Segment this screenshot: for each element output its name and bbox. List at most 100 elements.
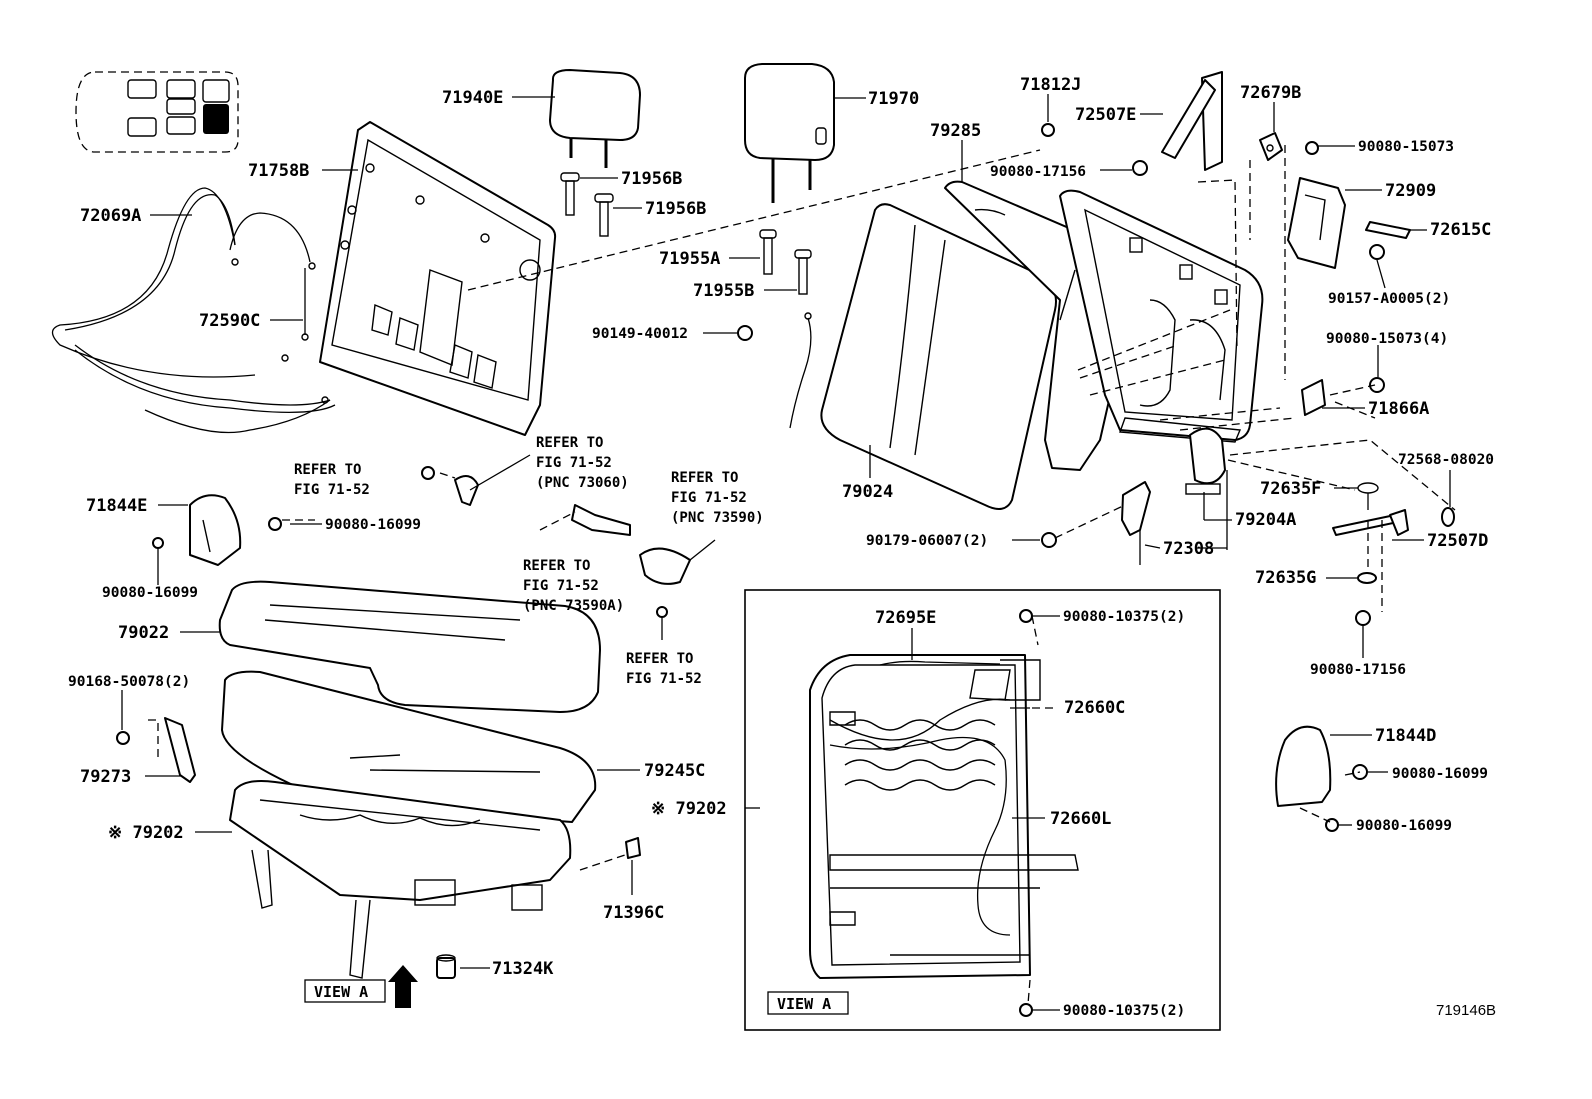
refer-note-3-line3: (PNC 73590) xyxy=(671,510,764,526)
refer-note-3-line2: FIG 71-52 xyxy=(671,490,747,506)
bushing-72568 xyxy=(1441,507,1455,527)
clip-72635G xyxy=(1357,572,1377,584)
label-79273: 79273 xyxy=(80,767,131,787)
seat-pad-79245C xyxy=(221,670,597,823)
label-79022: 79022 xyxy=(118,623,169,643)
label-90179-06007: 90179-06007(2) xyxy=(866,533,988,549)
label-90080-16099-a: 90080-16099 xyxy=(325,517,421,533)
refer-note-5-line2: FIG 71-52 xyxy=(626,671,702,687)
label-71940E: 71940E xyxy=(442,88,503,108)
view-a-label-left: VIEW A xyxy=(314,983,368,1001)
label-79202-right: ※ 79202 xyxy=(651,799,727,819)
figure-code: 719146B xyxy=(1436,1002,1496,1019)
view-a-arrow-icon xyxy=(388,965,418,1008)
view-a-box-right xyxy=(767,991,849,1015)
label-90080-10375-bot: 90080-10375(2) xyxy=(1063,1003,1185,1019)
label-72615C: 72615C xyxy=(1430,220,1491,240)
refer-note-2-line1: REFER TO xyxy=(536,435,603,451)
label-79285: 79285 xyxy=(930,121,981,141)
label-71955A: 71955A xyxy=(659,249,720,269)
headrest-71970 xyxy=(744,63,835,203)
label-72695E: 72695E xyxy=(875,608,936,628)
headrest-support-71956B xyxy=(560,172,614,237)
refer-note-5-line1: REFER TO xyxy=(626,651,693,667)
clip-71396C xyxy=(625,837,641,859)
refer-note-2-line2: FIG 71-52 xyxy=(536,455,612,471)
wire-79024 xyxy=(789,312,812,429)
label-90080-16099-b: 90080-16099 xyxy=(102,585,198,601)
label-71812J: 71812J xyxy=(1020,75,1081,95)
bracket-72679B xyxy=(1259,132,1283,161)
bumper-71324K xyxy=(436,954,456,979)
label-72507D: 72507D xyxy=(1427,531,1488,551)
refer-note-2-line3: (PNC 73060) xyxy=(536,475,629,491)
seatback-board-71758B xyxy=(319,121,557,436)
pin-72635F xyxy=(1357,482,1379,510)
view-a-box-left xyxy=(304,979,386,1003)
label-71956B-2: 71956B xyxy=(645,199,706,219)
label-71758B: 71758B xyxy=(248,161,309,181)
strap-72507D xyxy=(1332,509,1409,536)
cable-72660L xyxy=(829,698,1011,936)
refer-note-1-line1: REFER TO xyxy=(294,462,361,478)
label-79204A: 79204A xyxy=(1235,510,1296,530)
label-72308: 72308 xyxy=(1163,539,1214,559)
label-72909: 72909 xyxy=(1385,181,1436,201)
label-90149-40012: 90149-40012 xyxy=(592,326,688,342)
label-72679B: 72679B xyxy=(1240,83,1301,103)
rod-72590C xyxy=(301,268,309,341)
headrest-support-71955 xyxy=(759,229,812,295)
label-79202-left: ※ 79202 xyxy=(108,823,184,843)
label-71956B-1: 71956B xyxy=(621,169,682,189)
label-90080-16099-c: 90080-16099 xyxy=(1392,766,1488,782)
hinge-72308 xyxy=(1121,481,1151,565)
seat-cushion-79022 xyxy=(218,580,601,713)
hinge-cover-79204A xyxy=(1185,427,1226,495)
refer-note-4-line1: REFER TO xyxy=(523,558,590,574)
label-79245C: 79245C xyxy=(644,761,705,781)
label-71844E: 71844E xyxy=(86,496,147,516)
cable-72695E xyxy=(879,660,1001,666)
bracket-79273 xyxy=(164,717,196,783)
label-71324K: 71324K xyxy=(492,959,554,979)
label-90080-17156-bot: 90080-17156 xyxy=(1310,662,1406,678)
seat-locator-icon xyxy=(75,71,239,153)
label-90157-A0005: 90157-A0005(2) xyxy=(1328,291,1450,307)
label-90168-50078: 90168-50078(2) xyxy=(68,674,190,690)
refer-note-3-line1: REFER TO xyxy=(671,470,738,486)
belt-72507E xyxy=(1161,71,1223,171)
refer-parts xyxy=(454,475,691,640)
label-72507E: 72507E xyxy=(1075,105,1136,125)
label-90080-17156-top: 90080-17156 xyxy=(990,164,1086,180)
view-a-frame-drawing xyxy=(809,654,1079,979)
label-72568-08020: 72568-08020 xyxy=(1398,452,1494,468)
refer-note-1-line2: FIG 71-52 xyxy=(294,482,370,498)
label-72660L: 72660L xyxy=(1050,809,1111,829)
label-79024: 79024 xyxy=(842,482,893,502)
bezel-71866A xyxy=(1301,379,1326,416)
label-90080-10375-top: 90080-10375(2) xyxy=(1063,609,1185,625)
label-90080-15073: 90080-15073 xyxy=(1358,139,1454,155)
label-71970: 71970 xyxy=(868,89,919,109)
view-a-detail-frame xyxy=(744,589,1221,1031)
view-a-label-right: VIEW A xyxy=(777,995,831,1013)
label-90080-16099-d: 90080-16099 xyxy=(1356,818,1452,834)
seatback-frame xyxy=(1059,189,1264,443)
label-72635F: 72635F xyxy=(1260,479,1321,499)
label-72660C: 72660C xyxy=(1064,698,1125,718)
cover-72909 xyxy=(1287,177,1346,269)
cover-71844D xyxy=(1275,725,1332,807)
release-cable-72069A xyxy=(51,187,336,434)
leader-lines xyxy=(121,94,1451,1011)
refer-note-4-line2: FIG 71-52 xyxy=(523,578,599,594)
cover-71844E xyxy=(189,494,242,566)
label-71844D: 71844D xyxy=(1375,726,1436,746)
label-71396C: 71396C xyxy=(603,903,664,923)
label-90080-15073-4: 90080-15073(4) xyxy=(1326,331,1448,347)
clip-72615C xyxy=(1365,221,1411,239)
label-72590C: 72590C xyxy=(199,311,260,331)
dashed-relations xyxy=(148,145,1456,1005)
seatback-cushion-79024 xyxy=(820,203,1057,510)
seat-frame-79202 xyxy=(229,780,572,979)
